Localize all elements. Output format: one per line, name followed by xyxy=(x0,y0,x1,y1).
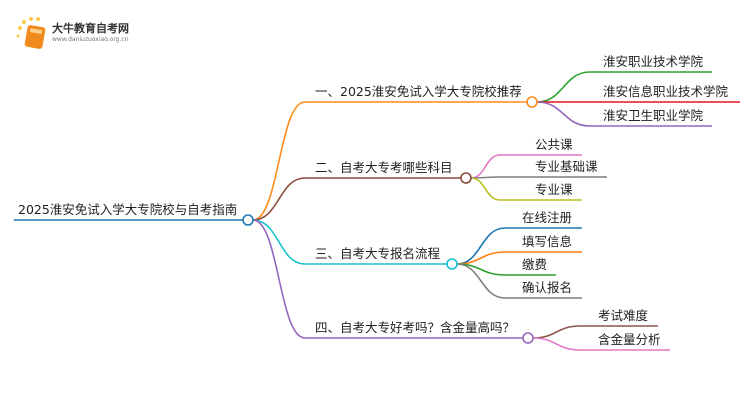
root-node[interactable]: 2025淮安免试入学大专院校与自考指南 xyxy=(18,202,237,217)
logo-title: 大牛教育自考网 xyxy=(52,22,129,35)
child-connector xyxy=(532,325,581,339)
child-node[interactable]: 公共课 xyxy=(535,137,573,152)
child-connector xyxy=(532,337,581,351)
collapse-toggle-icon xyxy=(460,172,472,184)
branch-connector xyxy=(252,219,306,265)
child-node[interactable]: 在线注册 xyxy=(522,210,572,225)
logo-url: www.daniuzuoxiao.org.cn xyxy=(52,36,129,43)
branch-connector xyxy=(252,219,306,339)
child-connector xyxy=(470,154,501,179)
child-node[interactable]: 含金量分析 xyxy=(598,332,661,347)
branch-node[interactable]: 一、2025淮安免试入学大专院校推荐 xyxy=(315,84,522,99)
collapse-toggle-icon xyxy=(242,214,254,226)
collapse-toggle-icon xyxy=(446,258,458,270)
branch-connector xyxy=(252,101,306,221)
child-node[interactable]: 淮安卫生职业学院 xyxy=(603,108,704,123)
branch-node[interactable]: 二、自考大专考哪些科目 xyxy=(315,160,453,175)
child-node[interactable]: 填写信息 xyxy=(522,234,572,249)
branch-node[interactable]: 三、自考大专报名流程 xyxy=(315,246,441,261)
child-node[interactable]: 缴费 xyxy=(522,257,547,272)
child-node[interactable]: 淮安职业技术学院 xyxy=(603,54,704,69)
child-node[interactable]: 淮安信息职业技术学院 xyxy=(603,84,729,99)
child-node[interactable]: 考试难度 xyxy=(598,308,649,323)
book-logo-icon xyxy=(16,17,46,49)
collapse-toggle-icon xyxy=(526,96,538,108)
child-node[interactable]: 确认报名 xyxy=(522,280,572,295)
child-node[interactable]: 专业课 xyxy=(535,182,573,197)
collapse-toggle-icon xyxy=(522,332,534,344)
child-connector xyxy=(536,71,591,103)
child-node[interactable]: 专业基础课 xyxy=(535,159,598,174)
child-connector xyxy=(456,263,506,299)
branch-node[interactable]: 四、自考大专好考吗？含金量高吗？ xyxy=(315,320,515,335)
branch-connector xyxy=(252,177,306,221)
child-connector xyxy=(536,101,591,127)
child-connector xyxy=(470,177,501,201)
